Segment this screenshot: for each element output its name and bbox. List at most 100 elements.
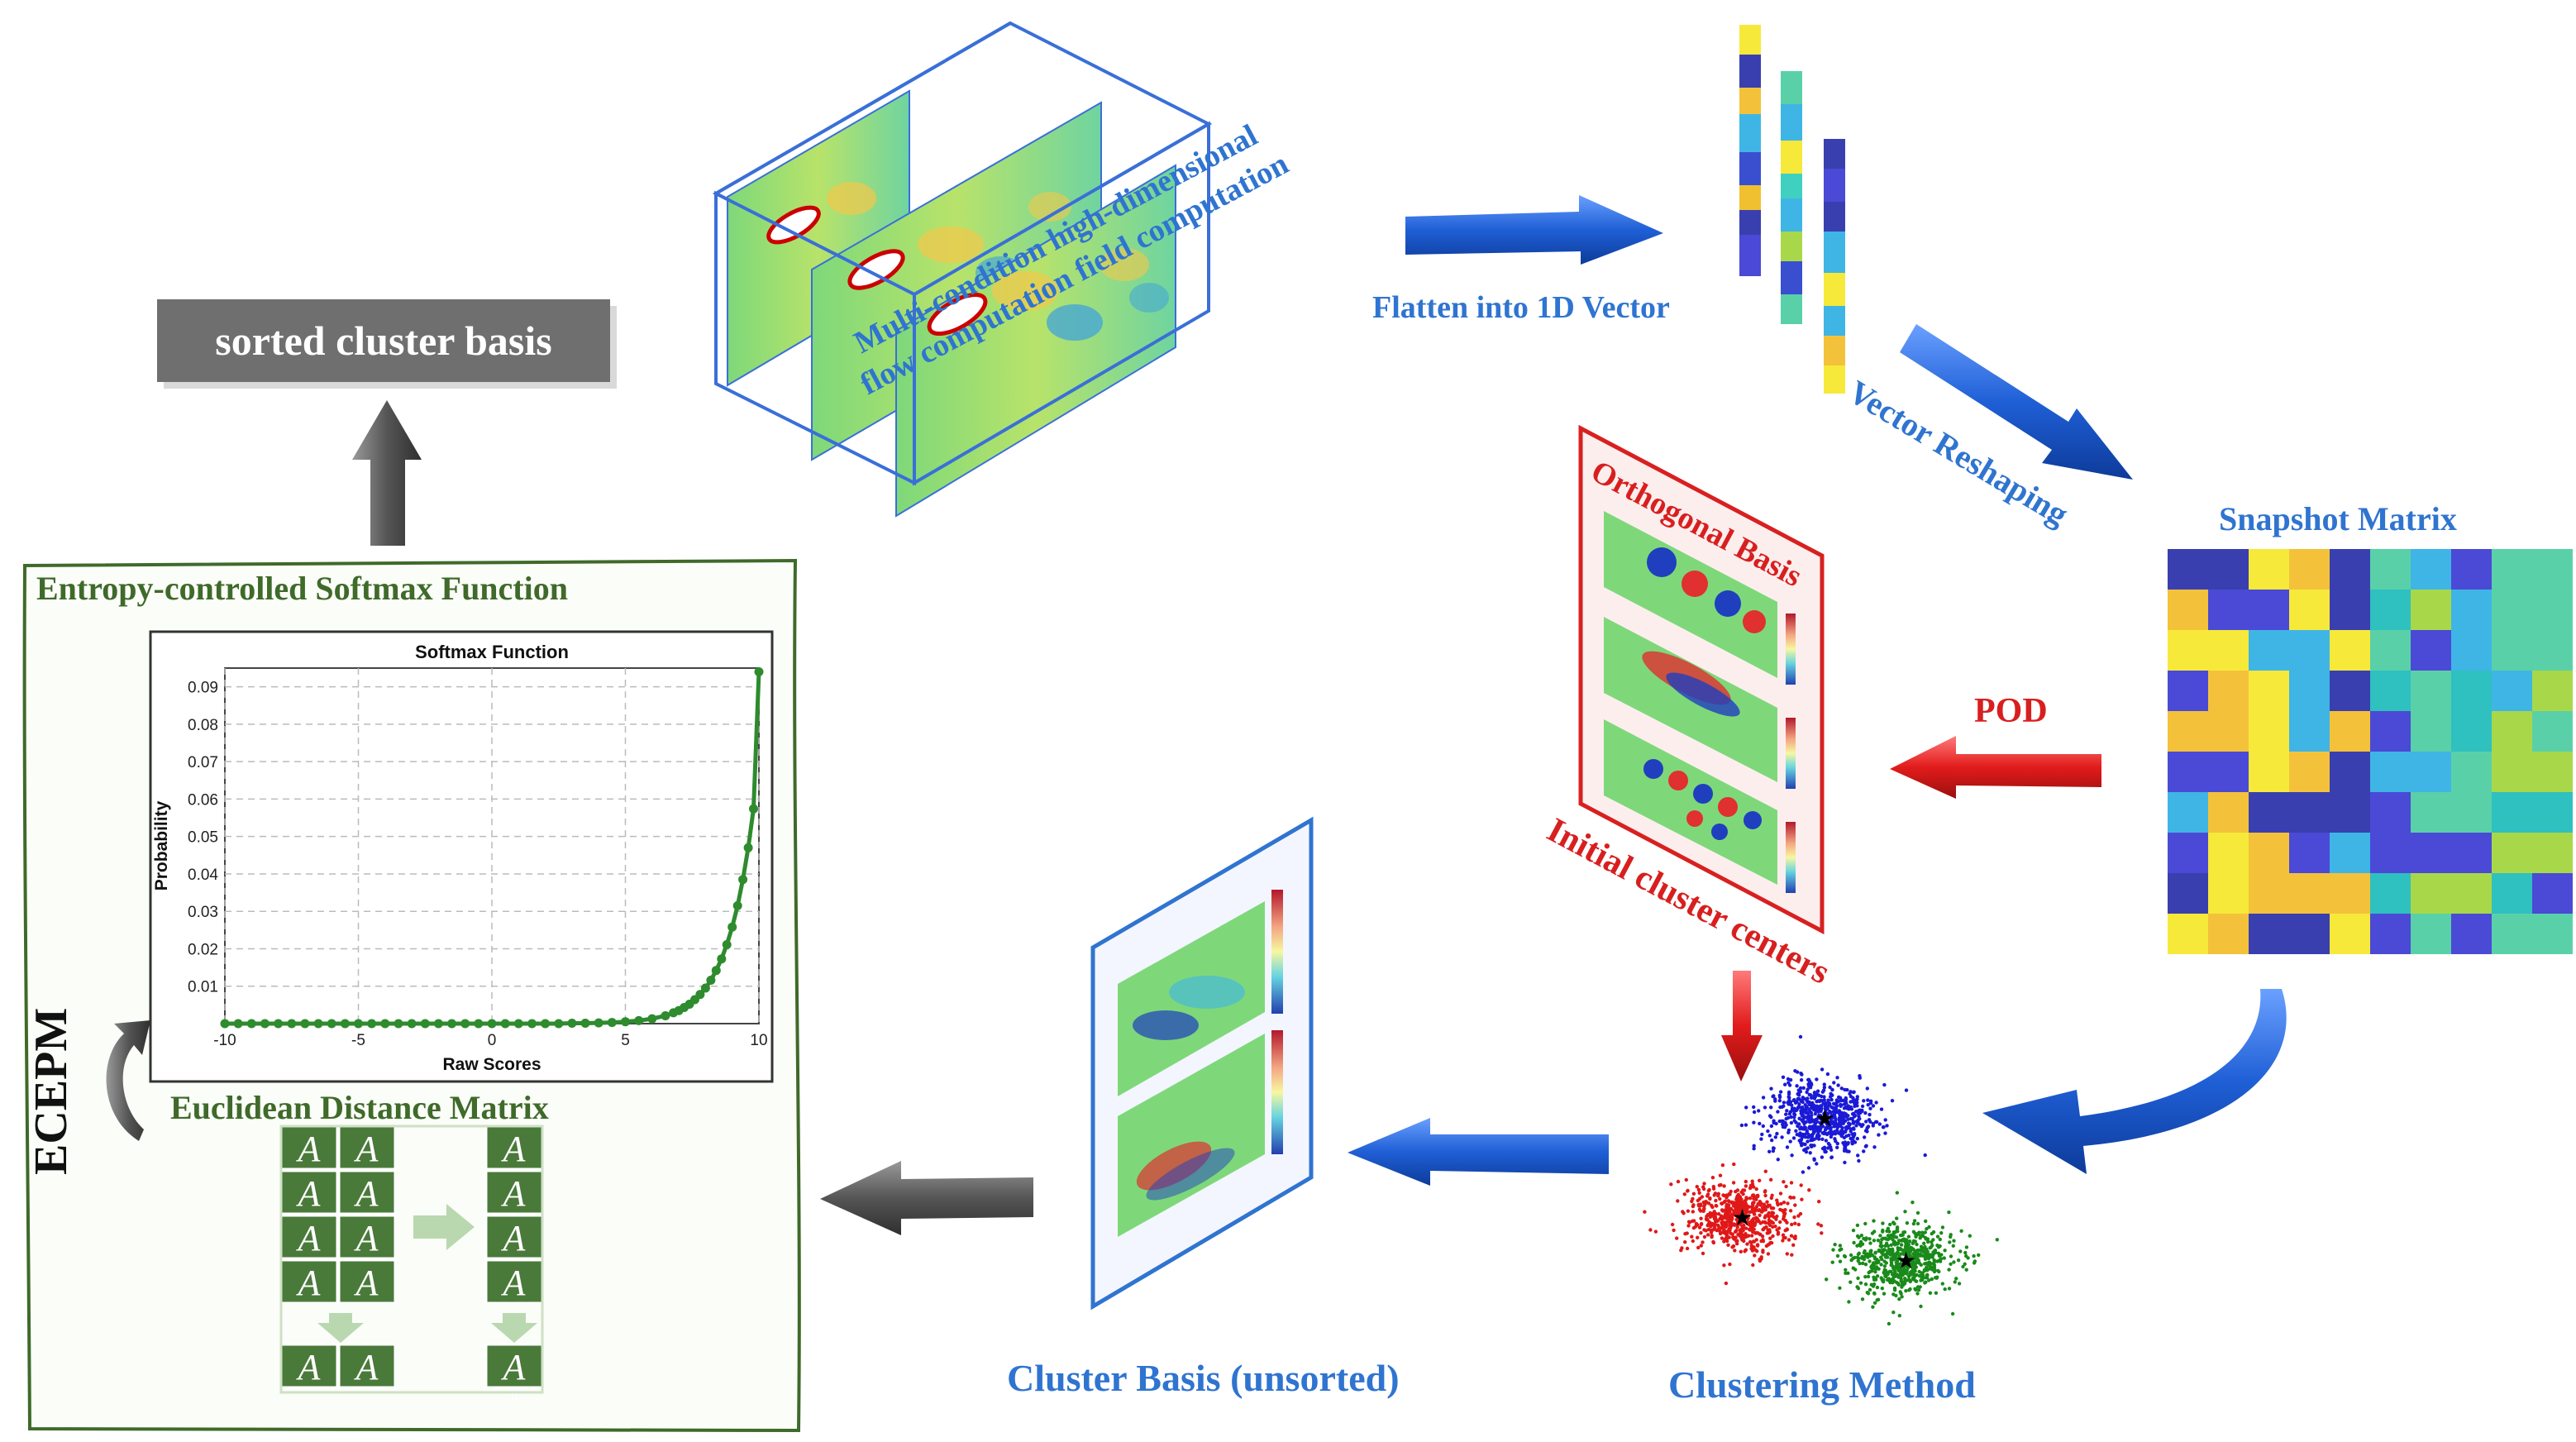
right-arrow-icon — [413, 1204, 475, 1250]
matrix-cell — [2289, 914, 2330, 954]
y-tick-label: 0.08 — [188, 717, 218, 734]
softmax-point — [420, 1019, 430, 1029]
softmax-point — [300, 1019, 310, 1029]
matrix-element: A — [484, 1343, 544, 1389]
softmax-point — [754, 667, 764, 676]
softmax-point — [594, 1018, 603, 1028]
matrix-cell — [2330, 752, 2370, 792]
cluster-center-icon: ★ — [1896, 1247, 1916, 1274]
matrix-element: A — [484, 1258, 544, 1305]
softmax-point — [706, 976, 716, 985]
softmax-point — [474, 1019, 484, 1029]
softmax-point — [327, 1019, 336, 1029]
matrix-frame — [279, 1124, 544, 1394]
matrix-cell — [2370, 549, 2411, 590]
svg-text:A: A — [501, 1218, 527, 1258]
matrix-cell — [2411, 792, 2451, 833]
matrix-cell — [2208, 792, 2249, 833]
matrix-element: A — [279, 1124, 339, 1171]
softmax-point — [567, 1019, 577, 1028]
matrix-cell — [2330, 833, 2370, 873]
x-tick-label: -5 — [351, 1032, 365, 1049]
matrix-cell — [2168, 914, 2208, 954]
softmax-plot-area: 0.010.020.030.040.050.060.070.080.09-10-… — [152, 642, 768, 1074]
matrix-cell — [2532, 711, 2573, 752]
softmax-point — [738, 875, 748, 885]
vector-2 — [1781, 71, 1802, 324]
x-tick-label: 0 — [488, 1032, 497, 1049]
matrix-cell — [2370, 792, 2411, 833]
matrix-element: A — [337, 1214, 397, 1260]
matrix-cell — [2492, 671, 2532, 711]
svg-text:A: A — [296, 1218, 322, 1258]
vector-1 — [1739, 25, 1761, 276]
matrix-cell — [2289, 833, 2330, 873]
matrix-cell — [2451, 914, 2492, 954]
matrix-cell — [2492, 752, 2532, 792]
matrix-element: A — [337, 1124, 397, 1171]
softmax-point — [460, 1019, 470, 1029]
matrix-cell — [2289, 873, 2330, 914]
svg-text:A: A — [501, 1263, 527, 1303]
svg-text:A: A — [354, 1263, 379, 1303]
softmax-point — [727, 922, 737, 932]
matrix-cell — [2492, 590, 2532, 630]
matrix-cell — [2451, 833, 2492, 873]
softmax-point — [554, 1019, 564, 1029]
y-tick-label: 0.03 — [188, 904, 218, 921]
matrix-cell — [2249, 711, 2289, 752]
svg-text:A: A — [501, 1129, 527, 1169]
svg-text:A: A — [296, 1173, 322, 1214]
matrix-cell — [2451, 711, 2492, 752]
softmax-point — [433, 1019, 443, 1029]
x-tick-label: 10 — [750, 1032, 767, 1049]
softmax-point — [621, 1017, 630, 1027]
matrix-cell — [2492, 833, 2532, 873]
matrix-cell — [2492, 792, 2532, 833]
svg-text:A: A — [354, 1347, 379, 1387]
softmax-point — [513, 1019, 523, 1029]
matrix-cell — [2249, 630, 2289, 671]
basis-mode-2 — [1604, 617, 1796, 789]
matrix-cell — [2532, 549, 2573, 590]
softmax-point — [220, 1019, 230, 1029]
softmax-point — [634, 1015, 644, 1025]
matrix-cell — [2168, 792, 2208, 833]
cluster-3: ★ — [1825, 1191, 1999, 1326]
pod-label: POD — [1974, 692, 2048, 730]
softmax-point — [580, 1019, 590, 1028]
softmax-point — [407, 1019, 417, 1029]
cluster-mode-1 — [1118, 890, 1283, 1096]
matrix-cell — [2492, 549, 2532, 590]
matrix-element: A — [484, 1124, 544, 1171]
matrix-cell — [2451, 873, 2492, 914]
y-axis-label: Probability — [152, 800, 171, 891]
softmax-point — [717, 954, 727, 964]
cluster-center-icon: ★ — [1815, 1105, 1835, 1132]
cluster-basis-panel — [1090, 816, 1314, 1311]
matrix-cell — [2330, 711, 2370, 752]
softmax-point — [274, 1019, 284, 1029]
x-tick-label: 5 — [621, 1032, 630, 1049]
svg-text:A: A — [501, 1347, 527, 1387]
vector-3 — [1824, 139, 1845, 394]
matrix-cell — [2168, 590, 2208, 630]
matrix-cell — [2208, 711, 2249, 752]
softmax-point — [233, 1019, 243, 1029]
flatten-label: Flatten into 1D Vector — [1372, 290, 1670, 325]
softmax-point — [743, 843, 753, 852]
softmax-point — [394, 1019, 403, 1029]
flow-slice-3 — [895, 164, 1176, 518]
matrix-cell — [2289, 752, 2330, 792]
softmax-chart: 0.010.020.030.040.050.060.070.080.09-10-… — [149, 630, 774, 1083]
matrix-cell — [2289, 711, 2330, 752]
curved-arrow — [1982, 989, 2287, 1174]
matrix-cell — [2249, 671, 2289, 711]
softmax-point — [711, 966, 721, 976]
matrix-cell — [2492, 630, 2532, 671]
matrix-cell — [2411, 549, 2451, 590]
svg-text:A: A — [354, 1173, 379, 1214]
svg-text:A: A — [296, 1347, 322, 1387]
matrix-cell — [2370, 914, 2411, 954]
